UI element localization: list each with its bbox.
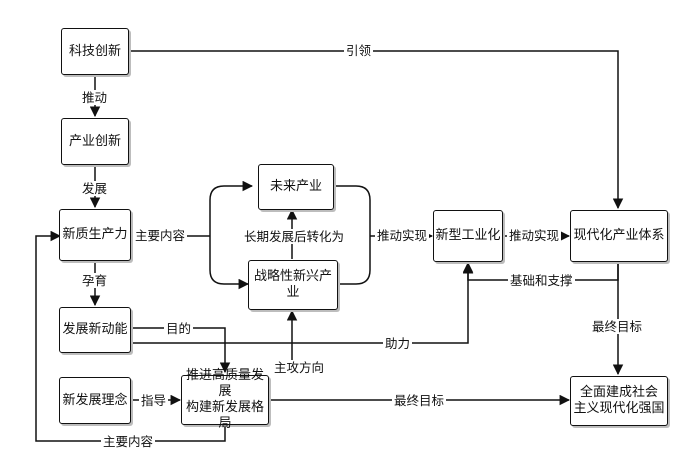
label-tuidong-shixian-2: 推动实现 <box>507 228 562 243</box>
label-zhugong-fangxiang: 主攻方向 <box>272 360 327 375</box>
edge-yinling <box>128 50 624 210</box>
node-xiandaihua-chanye-tixi: 现代化产业体系 <box>570 210 668 262</box>
label-tuidong: 推动 <box>80 90 110 105</box>
label-zhidao: 指导 <box>139 393 169 408</box>
node-keji-chuangxin-text: 科技创新 <box>68 43 121 59</box>
label-mude: 目的 <box>164 321 194 336</box>
node-chanye-chuangxin-text: 产业创新 <box>68 133 121 149</box>
node-chanye-chuangxin: 产业创新 <box>61 118 129 165</box>
node-xin-fazhan-linian: 新发展理念 <box>59 377 131 424</box>
node-zhanlve-xinxing-chanye-text: 战略性新兴产业 <box>253 269 332 300</box>
label-zhuli: 助力 <box>383 336 413 351</box>
label-zhuyao-neirong-top: 主要内容 <box>133 228 188 243</box>
node-quanmian-jiancheng-line2: 主义现代化强国 <box>573 401 665 416</box>
node-zhanlve-xinxing-chanye: 战略性新兴产业 <box>248 260 338 310</box>
node-xin-fazhan-linian-text: 新发展理念 <box>62 392 128 408</box>
node-xiandaihua-chanye-tixi-text: 现代化产业体系 <box>573 228 665 243</box>
label-tuidong-shixian-1: 推动实现 <box>375 228 430 243</box>
node-fazhan-xin-dongneng: 发展新动能 <box>59 307 131 353</box>
label-zuizhong-mubiao-right: 最终目标 <box>590 319 645 334</box>
node-xinzhi-shengchanli: 新质生产力 <box>59 209 131 261</box>
edge-zhuyao-neirong-bottom <box>35 230 226 442</box>
edge-from-weilai <box>334 185 371 236</box>
label-yunyu: 孕育 <box>80 273 110 288</box>
node-xinzhi-shengchanli-text: 新质生产力 <box>62 227 128 242</box>
label-yinling: 引领 <box>344 43 374 58</box>
edge-mude <box>130 327 231 374</box>
edge-to-zhanlve <box>209 236 250 290</box>
node-quanmian-jiancheng: 全面建成社会 主义现代化强国 <box>570 376 668 426</box>
node-tuijin-gaozhiliang-line1: 推进高质量发展 <box>185 368 264 399</box>
node-tuijin-gaozhiliang-line2: 构建新发展格局 <box>185 400 264 431</box>
node-weilai-chanye-text: 未来产业 <box>269 179 322 194</box>
node-tuijin-gaozhiliang: 推进高质量发展 构建新发展格局 <box>181 368 269 431</box>
node-fazhan-xin-dongneng-text: 发展新动能 <box>62 322 128 337</box>
label-zuizhong-mubiao-bottom: 最终目标 <box>392 393 447 408</box>
node-xinxing-gongyehua: 新型工业化 <box>433 210 503 262</box>
label-changqi-fazhan: 长期发展后转化为 <box>242 229 347 244</box>
edge-zhuli <box>130 262 474 344</box>
edge-to-weilai <box>209 180 254 236</box>
label-jichu-zhicheng: 基础和支撑 <box>508 273 575 288</box>
label-zhuyao-neirong-bottom: 主要内容 <box>101 434 156 449</box>
label-fazhan: 发展 <box>80 181 110 196</box>
node-keji-chuangxin: 科技创新 <box>61 28 129 75</box>
node-xinxing-gongyehua-text: 新型工业化 <box>435 228 501 243</box>
node-quanmian-jiancheng-line1: 全面建成社会 <box>579 385 658 400</box>
node-weilai-chanye: 未来产业 <box>258 164 334 210</box>
edge-from-zhanlve <box>338 236 371 285</box>
